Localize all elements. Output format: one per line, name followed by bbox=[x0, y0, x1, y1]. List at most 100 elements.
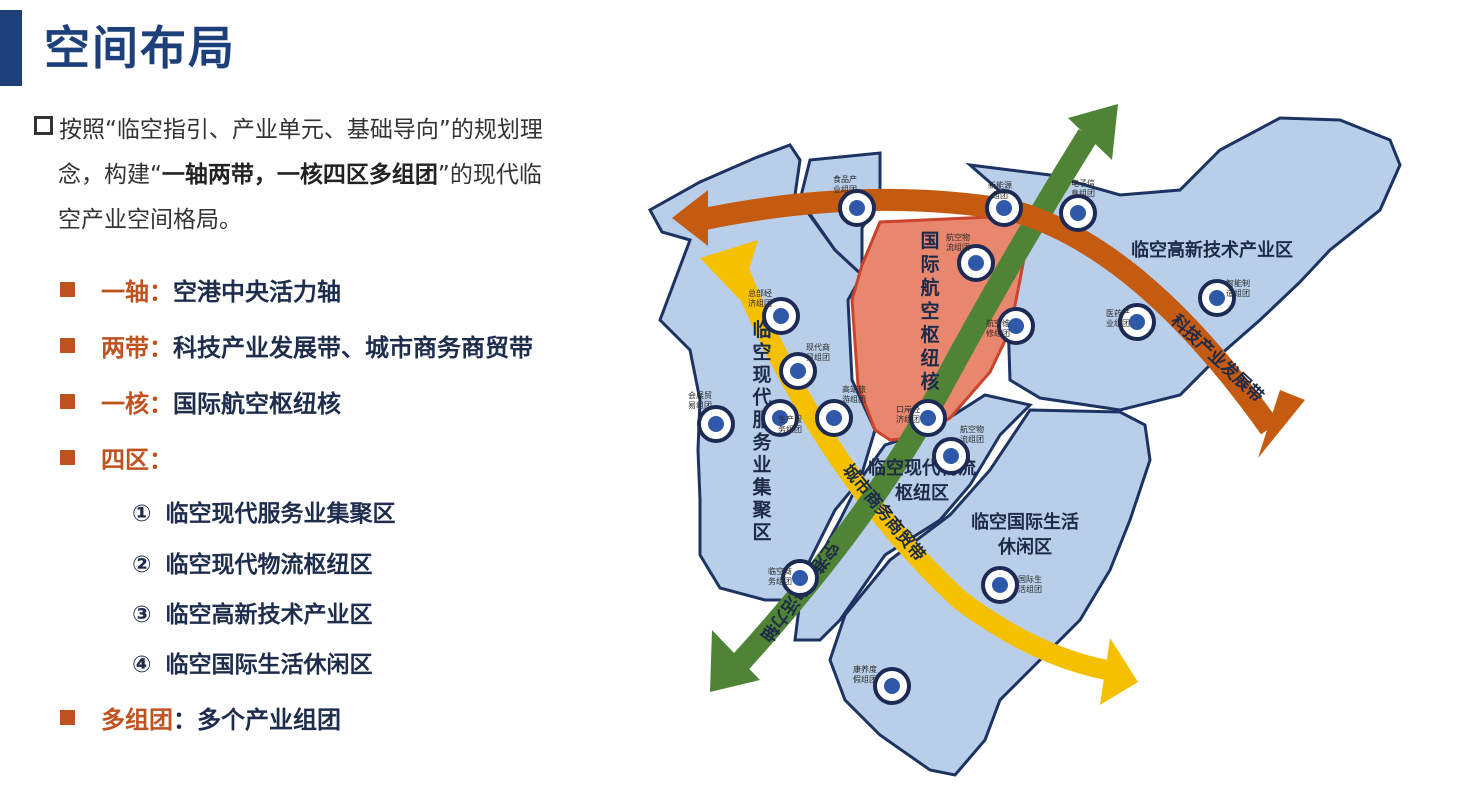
cluster-node-label: 高端旅 bbox=[842, 384, 866, 394]
core-label-char: 枢 bbox=[920, 324, 939, 346]
zone-hightech bbox=[965, 116, 1402, 412]
cluster-node-label: 航空维 bbox=[986, 318, 1010, 328]
cluster-node-label: 航空物 bbox=[960, 424, 984, 434]
intro-line-2-bold: 一轴两带，一核四区多组团 bbox=[161, 162, 438, 188]
cluster-node-dot bbox=[849, 200, 865, 216]
cluster-node-label: 假组团 bbox=[853, 674, 877, 684]
zone-item-3-num: ③ bbox=[132, 602, 152, 628]
core-zone-label: 国际航空枢纽核 bbox=[920, 230, 939, 393]
bullet-axis-sep: ： bbox=[149, 278, 173, 306]
square-bullet-icon bbox=[60, 710, 75, 725]
intro-line-2-b: ”的现代临 bbox=[437, 162, 542, 188]
cluster-node-label: 业组团 bbox=[833, 184, 857, 194]
service-zone-label: 临空现代服务业集聚区 bbox=[751, 318, 772, 544]
cluster-node-label: 游组团 bbox=[842, 394, 866, 404]
bullet-belts-text: 科技产业发展带、城市商务商贸带 bbox=[173, 334, 533, 362]
cluster-node-label: 生产服 bbox=[778, 414, 802, 424]
intro-paragraph: 按照“临空指引、产业单元、基础导向”的规划理 念，构建“一轴两带，一核四区多组团… bbox=[34, 108, 624, 243]
intro-line-3: 空产业空间格局。 bbox=[58, 207, 242, 233]
service-label-char: 务 bbox=[752, 431, 772, 454]
core-label-char: 空 bbox=[920, 300, 939, 323]
cluster-node-label: 电子信 bbox=[1071, 178, 1095, 188]
intro-line-2: 念，构建“一轴两带，一核四区多组团”的现代临 bbox=[34, 153, 624, 198]
service-label-char: 代 bbox=[751, 387, 771, 409]
zone-item-3: ③ 临空高新技术产业区 bbox=[132, 595, 372, 629]
cluster-node-label: 业组团 bbox=[1106, 318, 1130, 328]
cluster-node-label: 息组团 bbox=[1071, 188, 1095, 198]
bullet-zones-sep: ： bbox=[149, 446, 173, 474]
intro-line-1-text: 按照“临空指引、产业单元、基础导向”的规划理 bbox=[59, 117, 543, 143]
cluster-node-label: 易组团 bbox=[688, 400, 712, 410]
bullet-belts: 两带：科技产业发展带、城市商务商贸带 bbox=[60, 328, 533, 363]
cluster-node-dot bbox=[792, 570, 808, 586]
core-label-char: 航 bbox=[920, 276, 939, 299]
cluster-node-dot bbox=[1129, 314, 1145, 330]
cluster-node-dot bbox=[992, 577, 1008, 593]
commerce-belt-arrowhead-right bbox=[1100, 638, 1138, 705]
cluster-node-dot bbox=[920, 410, 936, 426]
bullet-clusters-key: 多组团 bbox=[101, 706, 173, 734]
spatial-layout-map: 科技产业发展带 城市商务商贸带 空港中央活力轴 国际航空枢纽核 临空现代服务业集… bbox=[630, 95, 1467, 781]
bullet-clusters-text: 多个产业组团 bbox=[197, 706, 341, 734]
cluster-node-dot bbox=[772, 410, 788, 426]
cluster-node-label: 活组团 bbox=[1018, 584, 1042, 594]
service-label-char: 业 bbox=[752, 454, 771, 476]
cluster-node-label: 新能源 bbox=[988, 180, 1012, 190]
page-title: 空间布局 bbox=[44, 21, 236, 75]
square-bullet-icon bbox=[60, 282, 75, 297]
cluster-node-dot bbox=[884, 678, 900, 694]
cluster-node-label: 组团 bbox=[992, 190, 1008, 200]
cluster-node-label: 国际生 bbox=[1018, 574, 1042, 584]
zone-item-2-text: 临空现代物流枢纽区 bbox=[165, 552, 373, 578]
bullet-core-sep: ： bbox=[149, 390, 173, 418]
square-bullet-icon bbox=[60, 338, 75, 353]
cluster-node-label: 现代商 bbox=[806, 342, 830, 352]
bullet-core-key: 一核 bbox=[101, 390, 149, 418]
cluster-node-label: 航空物 bbox=[946, 232, 970, 242]
core-label-char: 际 bbox=[920, 254, 939, 276]
cluster-node-label: 济组团 bbox=[748, 298, 772, 308]
cluster-node-label: 总部经 bbox=[748, 288, 772, 298]
cluster-node-label: 务组团 bbox=[768, 576, 792, 586]
zone-item-1-num: ① bbox=[132, 501, 152, 527]
title-accent-bar bbox=[0, 10, 22, 86]
intro-line-2-a: 念，构建“ bbox=[58, 162, 162, 188]
cluster-node-dot bbox=[790, 363, 806, 379]
zone-item-4-num: ④ bbox=[132, 652, 152, 678]
cluster-node-dot bbox=[1070, 205, 1086, 221]
cluster-node-label: 智能制 bbox=[1226, 278, 1250, 288]
service-label-char: 现 bbox=[752, 364, 771, 386]
zone-item-3-text: 临空高新技术产业区 bbox=[165, 602, 373, 628]
zone-item-1-text: 临空现代服务业集聚区 bbox=[165, 501, 396, 527]
tech-belt-arrowhead-left bbox=[672, 190, 708, 246]
cluster-node-dot bbox=[968, 255, 984, 271]
cluster-node-label: 务组团 bbox=[778, 424, 802, 434]
service-label-char: 集 bbox=[751, 476, 772, 499]
service-label-char: 区 bbox=[752, 522, 771, 544]
bullet-core-text: 国际航空枢纽核 bbox=[173, 390, 341, 418]
cluster-node-dot bbox=[708, 416, 724, 432]
cluster-node-dot bbox=[826, 410, 842, 426]
cluster-node-label: 临空商 bbox=[768, 566, 792, 576]
cluster-node-dot bbox=[943, 448, 959, 464]
bullet-belts-key: 两带 bbox=[101, 334, 149, 362]
bullet-axis-text: 空港中央活力轴 bbox=[173, 278, 341, 306]
life-zone-label-1: 临空国际生活 bbox=[971, 511, 1079, 533]
central-axis-arrowhead-bottom bbox=[710, 630, 760, 692]
cluster-node-label: 会展贸 bbox=[688, 390, 712, 400]
square-bullet-icon bbox=[60, 394, 75, 409]
bullet-clusters: 多组团：多个产业组团 bbox=[60, 700, 341, 735]
core-label-char: 纽 bbox=[920, 347, 939, 370]
map-svg: 科技产业发展带 城市商务商贸带 空港中央活力轴 国际航空枢纽核 临空现代服务业集… bbox=[647, 104, 1402, 777]
